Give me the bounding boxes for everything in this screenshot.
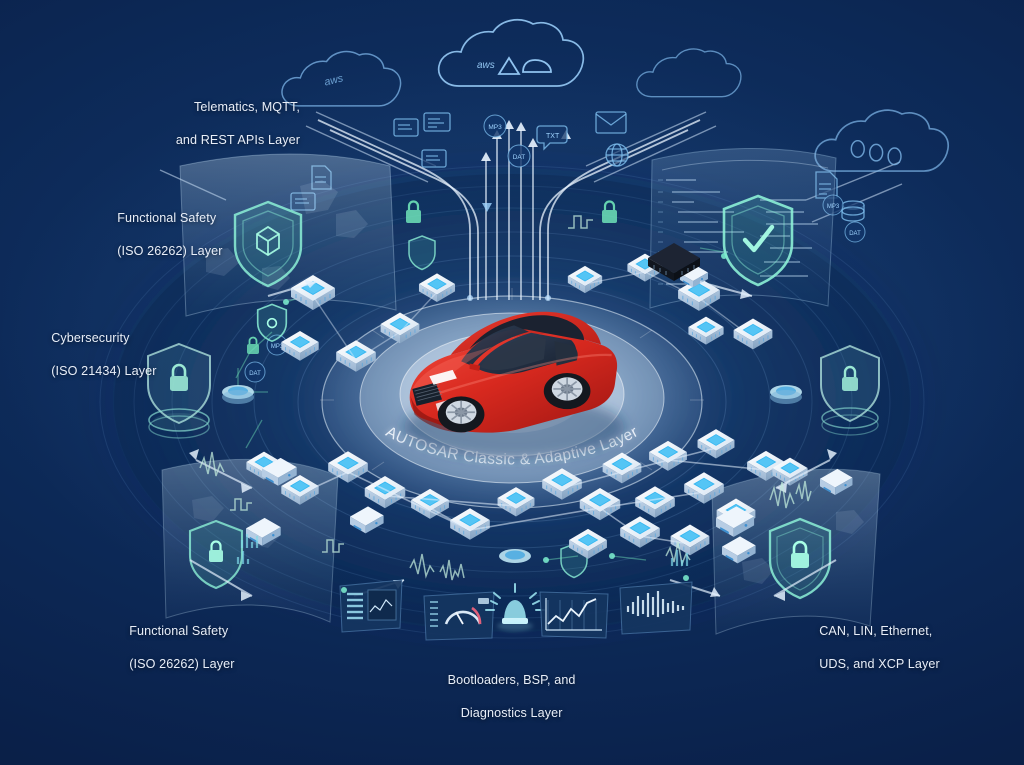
shield-lock-right-icon — [820, 344, 880, 436]
label-can-lin-ethernet: CAN, LIN, Ethernet, UDS, and XCP Layer — [819, 623, 940, 671]
bar-signal-glyphs — [236, 534, 689, 566]
data-streams-branch-right — [539, 119, 701, 300]
waveform-7 — [769, 481, 795, 509]
svg-text:MP3: MP3 — [271, 344, 284, 350]
microcontroller-icon — [648, 243, 700, 281]
svg-text:MP3: MP3 — [488, 124, 502, 131]
dash-panel-waveform — [619, 581, 693, 635]
cloud-glyph-aws-left: aws — [323, 72, 345, 88]
ring-nodes — [283, 253, 727, 593]
cloud-right — [636, 48, 742, 98]
chat-bubble-icon: TXT — [536, 125, 568, 151]
panel-safety-upper — [179, 153, 397, 317]
wheel-front — [437, 396, 485, 433]
svg-text:DAT: DAT — [249, 371, 261, 377]
shield-lock-left-icon — [147, 342, 211, 439]
svg-text:DAT: DAT — [513, 154, 526, 161]
shield-check-icon — [722, 194, 794, 287]
teal-pedestals — [222, 385, 802, 563]
database-icon — [841, 200, 865, 222]
waveform-2 — [230, 498, 252, 511]
label-functional-safety-bottom: Functional Safety (ISO 26262) Layer — [129, 623, 235, 671]
waveform-1 — [199, 451, 225, 477]
label-bootloaders: Bootloaders, BSP, and Diagnostics Layer — [447, 672, 576, 720]
shield-lock-br-icon — [768, 517, 832, 600]
waveform-3 — [322, 539, 344, 553]
label-telematics: Telematics, MQTT, and REST APIs Layer — [175, 99, 300, 147]
badge-dat-3: DAT — [244, 361, 266, 383]
padlock-chip-left — [247, 336, 259, 354]
stream-down-arrow — [482, 203, 492, 212]
card-icon-2 — [421, 149, 447, 168]
label-functional-safety-top: Functional Safety (ISO 26262) Layer — [117, 210, 223, 258]
vehicle-car — [403, 311, 625, 459]
shield-small-mid — [408, 235, 436, 271]
waveform-5 — [439, 559, 465, 581]
dash-panel-gauge — [423, 591, 495, 641]
signal-glyphs — [199, 215, 812, 581]
svg-text:TXT: TXT — [546, 133, 560, 140]
waveform-4 — [409, 553, 435, 579]
wheel-rear — [543, 373, 591, 410]
badge-mp3-1: MP3 — [483, 114, 507, 138]
svg-text:DAT: DAT — [849, 231, 861, 237]
chip-bus-lines-top — [312, 271, 754, 361]
data-streams-branch-left — [317, 119, 479, 300]
card-icon-3 — [393, 118, 419, 137]
padlock-right — [602, 200, 617, 223]
cloud-center: aws — [437, 19, 585, 87]
square-wave-top — [568, 215, 593, 229]
chip-bus-lines — [299, 447, 767, 545]
dash-panel-telemetry — [339, 579, 403, 633]
badge-dat-2: DAT — [844, 221, 866, 243]
dash-panel-warning — [485, 583, 545, 631]
label-cybersecurity: Cybersecurity (ISO 21434) Layer — [51, 330, 157, 378]
cloud-left: aws — [281, 50, 402, 107]
envelope-icon — [595, 111, 627, 134]
cloud-glyph-aws: aws — [477, 60, 495, 71]
shield-small-left — [256, 303, 288, 343]
padlock-left — [406, 200, 421, 223]
ring-nodes-blue — [467, 295, 551, 301]
globe-icon — [605, 143, 629, 167]
waveform-8 — [795, 480, 812, 502]
cloud-far-right — [814, 109, 950, 172]
padlock-icons — [247, 200, 617, 354]
shield-gem-icon — [233, 200, 303, 288]
badge-dat-1: DAT — [507, 144, 531, 168]
card-icon-1 — [423, 112, 451, 132]
dash-panel-linechart — [539, 591, 609, 639]
